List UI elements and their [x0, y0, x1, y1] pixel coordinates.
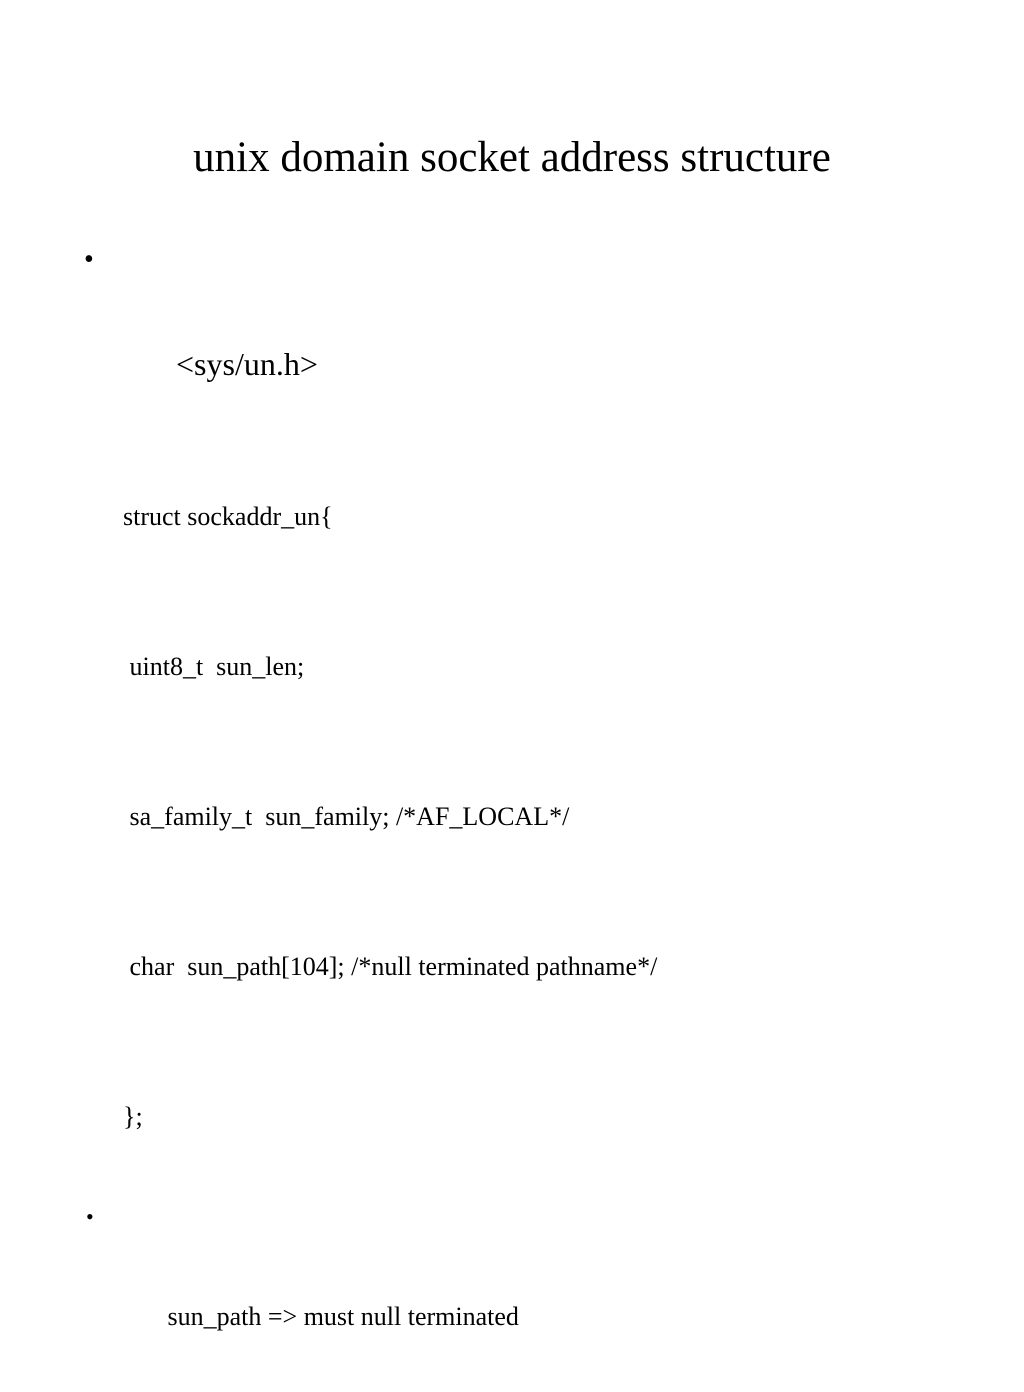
slide-canvas: unix domain socket address structure • <…: [84, 133, 831, 1331]
code-line-sun-family: sa_family_t sun_family; /*AF_LOCAL*/: [84, 742, 984, 892]
bullet-item-label: sun_path => must null terminated: [161, 1302, 519, 1331]
page-title: unix domain socket address structure: [193, 133, 831, 181]
code-line-text: };: [123, 1102, 143, 1131]
code-line-struct-close: };: [84, 1042, 984, 1192]
bullet-item-sun-path-note: • sun_path => must null terminated: [84, 1192, 984, 1392]
code-line-text: uint8_t sun_len;: [123, 652, 305, 681]
bullet-dot-icon: •: [84, 244, 94, 275]
bullet-item-label: <sys/un.h>: [176, 346, 318, 382]
code-line-sun-len: uint8_t sun_len;: [84, 592, 984, 742]
bullet-item-header-include: • <sys/un.h>: [84, 234, 984, 442]
code-line-struct-open: struct sockaddr_un{: [84, 442, 984, 592]
code-line-text: char sun_path[104]; /*null terminated pa…: [123, 952, 658, 981]
slide-body-content: • <sys/un.h> struct sockaddr_un{ uint8_t…: [84, 234, 984, 1392]
bullet-dot-icon: •: [86, 1204, 94, 1229]
code-line-text: sa_family_t sun_family; /*AF_LOCAL*/: [123, 802, 570, 831]
code-line-text: struct sockaddr_un{: [123, 502, 333, 531]
code-line-sun-path: char sun_path[104]; /*null terminated pa…: [84, 892, 984, 1042]
